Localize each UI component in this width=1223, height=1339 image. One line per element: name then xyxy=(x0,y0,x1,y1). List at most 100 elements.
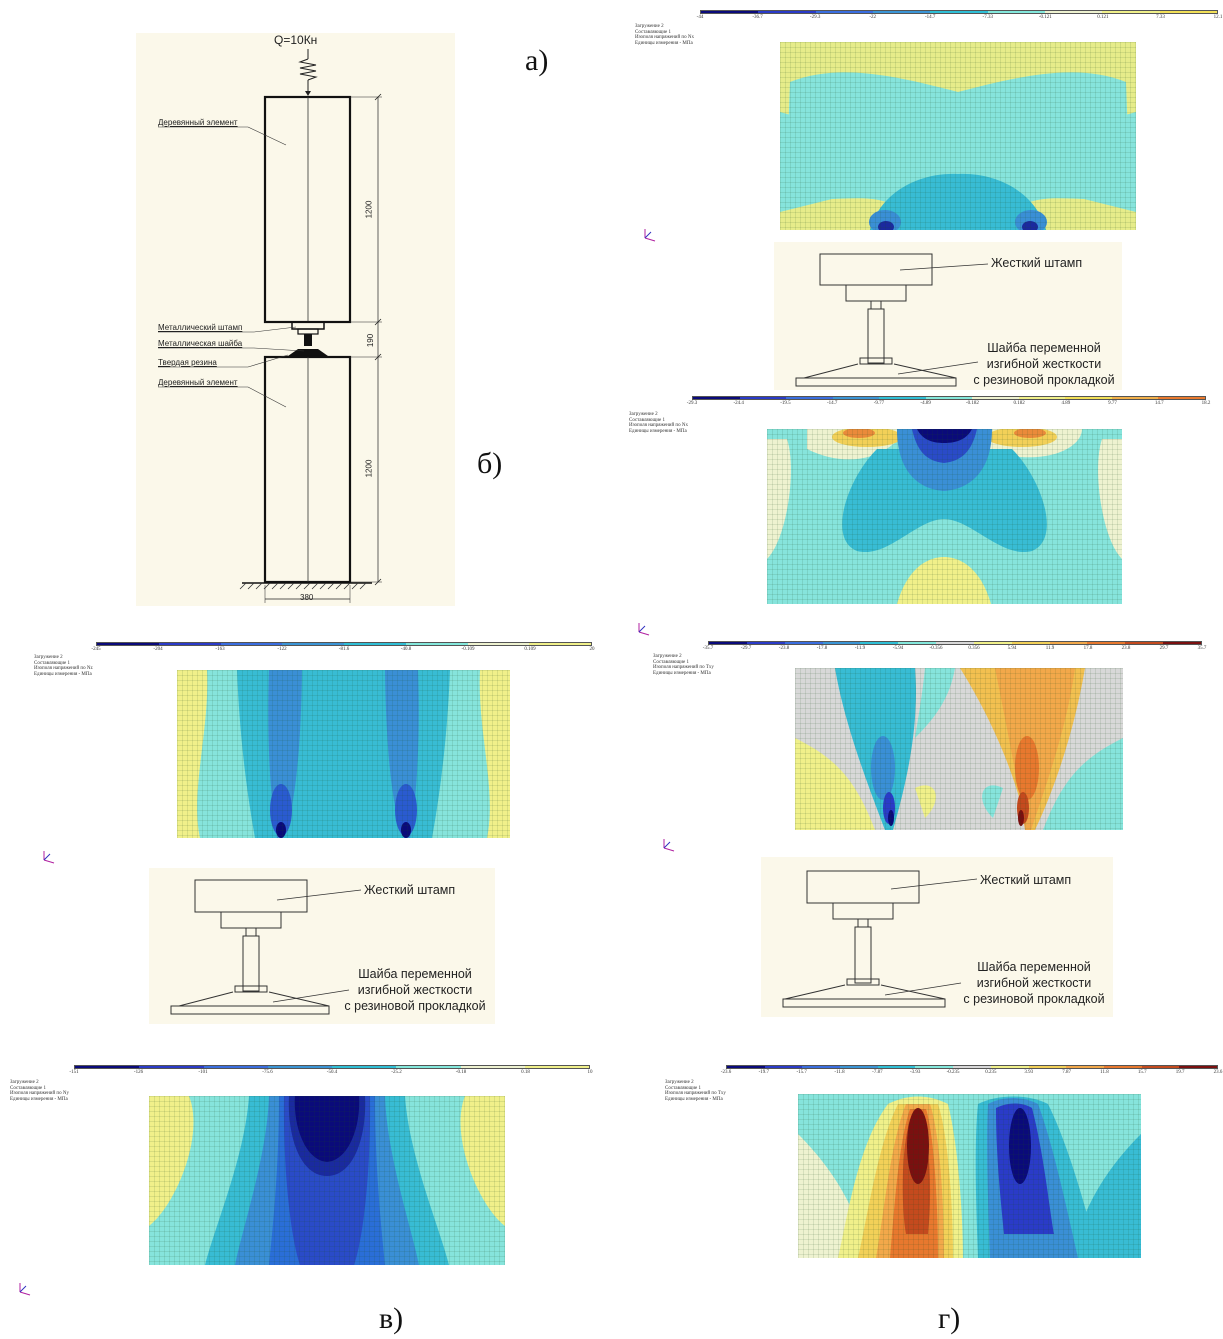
dim-gap: 190 xyxy=(366,333,376,348)
meta-line: Единицы измерения - МПа xyxy=(665,1096,723,1102)
callout-stamp: Жесткий штамп xyxy=(980,873,1072,887)
legend-color-bar xyxy=(726,1065,1218,1069)
legend-tick-label: -29.3 xyxy=(809,15,821,20)
legend-tick-label: -163 xyxy=(215,647,225,652)
legend-color-segment xyxy=(915,1066,954,1068)
meta-line: Составляющие 1 xyxy=(635,29,671,35)
legend-color-segment xyxy=(972,397,1019,399)
legend-tick-label: -151 xyxy=(69,1070,79,1075)
legend-color-segment xyxy=(1087,642,1126,644)
legend-tick-label: -5.94 xyxy=(892,646,904,651)
legend-color-segment xyxy=(1049,642,1088,644)
meta-line: Загружение 2 xyxy=(10,1080,39,1085)
legend-color-segment xyxy=(898,642,937,644)
callout-washer-line-3: с резиновой прокладкой xyxy=(963,992,1105,1006)
legend-color-segment xyxy=(1066,1066,1104,1068)
legend-tick-label: -75.6 xyxy=(262,1070,273,1075)
legend-color-segment xyxy=(97,643,159,645)
contour-plot-txy-bottom xyxy=(798,1094,1141,1258)
legend-color-bar xyxy=(692,396,1206,400)
legend-tick-label: 0.356 xyxy=(968,646,980,651)
callout-stamp: Жесткий штамп xyxy=(364,883,456,897)
meta-line: Изополя напряжений по Nx xyxy=(629,423,688,428)
legend-tick-label: -35.7 xyxy=(702,646,714,651)
legend-color-segment xyxy=(936,642,974,644)
legend-tick-label: 4.89 xyxy=(1061,401,1071,406)
legend-color-segment xyxy=(460,1066,525,1068)
legend-color-segment xyxy=(1103,1066,1142,1068)
legend-color-segment xyxy=(1125,642,1164,644)
legend-tick-label: -29.7 xyxy=(740,646,752,651)
callout-washer-line-2: изгибной жесткости xyxy=(986,357,1102,371)
legend-color-segment xyxy=(220,643,283,645)
legend-tick-label: -36.7 xyxy=(752,15,763,20)
legend-color-segment xyxy=(1018,397,1066,399)
legend-color-segment xyxy=(1111,397,1159,399)
legend-tick-label: 12.1 xyxy=(1213,15,1223,20)
legend-color-segment xyxy=(879,397,926,399)
legend-tick-label: -0.18 xyxy=(455,1070,467,1075)
meta-line: Изополя напряжений по Nx xyxy=(635,35,694,40)
legend-tick-label: -101 xyxy=(198,1070,208,1075)
legend-color-segment xyxy=(75,1066,140,1068)
legend-tick-label: -0.356 xyxy=(929,646,943,651)
label-metal-stamp: Металлический штамп xyxy=(158,323,243,332)
legend-tick-label: 23.6 xyxy=(1213,1070,1223,1075)
legend-color-segment xyxy=(840,1066,878,1068)
meta-block-b-left: Загружение 2 Составляющие 1 Изополя напр… xyxy=(34,655,93,677)
legend-tick-label: -0.109 xyxy=(461,647,475,652)
legend-tick-label: -50.4 xyxy=(326,1070,338,1075)
callout-washer-line-3: с резиновой прокладкой xyxy=(973,373,1115,387)
meta-line: Единицы измерения - МПа xyxy=(653,670,711,676)
callout-washer-line-1: Шайба переменной xyxy=(977,960,1091,974)
washer-schematic-drawing xyxy=(795,253,989,387)
contour-plot-txy-mid xyxy=(795,668,1123,830)
contour-plot-ny xyxy=(149,1096,505,1265)
legend-tick-label: -40.8 xyxy=(400,647,412,652)
dim-bottom-height: 1200 xyxy=(364,459,374,478)
legend-color-segment xyxy=(930,11,988,13)
legend-tick-label: 15.7 xyxy=(1137,1070,1147,1075)
legend-color-segment xyxy=(709,642,747,644)
legend-color-bar xyxy=(96,642,592,646)
legend-tick-label: -245 xyxy=(91,647,101,652)
legend-tick-label: -23.8 xyxy=(778,646,790,651)
legend-color-bar xyxy=(74,1065,590,1069)
legend-color-segment xyxy=(1179,1066,1217,1068)
contour-plot-nx-mid xyxy=(767,429,1122,604)
legend-tick-label: -9.77 xyxy=(873,401,885,406)
legend-color-segment xyxy=(139,1066,204,1068)
legend-tick-label: 7.33 xyxy=(1156,15,1165,20)
legend-tick-label: 0.182 xyxy=(1013,401,1025,406)
column-schematic-drawing xyxy=(158,49,382,603)
legend-tick-label: -24.4 xyxy=(733,401,744,406)
legend-tick-label: 17.8 xyxy=(1083,646,1093,651)
washer-schematic-drawing xyxy=(170,879,362,1015)
legend-tick-label: -19.7 xyxy=(758,1070,770,1075)
legend-tick-label: 10 xyxy=(587,1070,593,1075)
meta-line: Загружение 2 xyxy=(34,655,63,660)
legend-tick-label: -4.89 xyxy=(920,401,931,406)
legend-color-segment xyxy=(746,642,785,644)
meta-line: Составляющие 1 xyxy=(34,660,70,666)
legend-tick-label: -19.5 xyxy=(780,401,791,406)
load-label: Q=10Кн xyxy=(274,33,318,47)
legend-tick-label: -29.3 xyxy=(686,401,698,406)
meta-line: Составляющие 1 xyxy=(653,659,689,665)
meta-line: Составляющие 1 xyxy=(665,1085,701,1091)
legend-tick-label: -25.2 xyxy=(391,1070,402,1075)
legend-color-segment xyxy=(524,1066,589,1068)
legend-tick-label: 0.235 xyxy=(985,1070,997,1075)
meta-line: Составляющие 1 xyxy=(629,417,665,423)
legend-color-segment xyxy=(1141,1066,1180,1068)
meta-line: Загружение 2 xyxy=(635,24,664,29)
dim-width: 380 xyxy=(300,593,314,602)
meta-line: Загружение 2 xyxy=(665,1080,694,1085)
legend-color-segment xyxy=(739,397,787,399)
contour-plot-nz xyxy=(177,670,510,838)
contour-plot-nx-top xyxy=(780,42,1136,230)
axis-icon xyxy=(43,851,55,864)
legend-color-segment xyxy=(815,11,873,13)
callout-washer-line-1: Шайба переменной xyxy=(987,341,1101,355)
legend-tick-label: -15.7 xyxy=(796,1070,807,1075)
